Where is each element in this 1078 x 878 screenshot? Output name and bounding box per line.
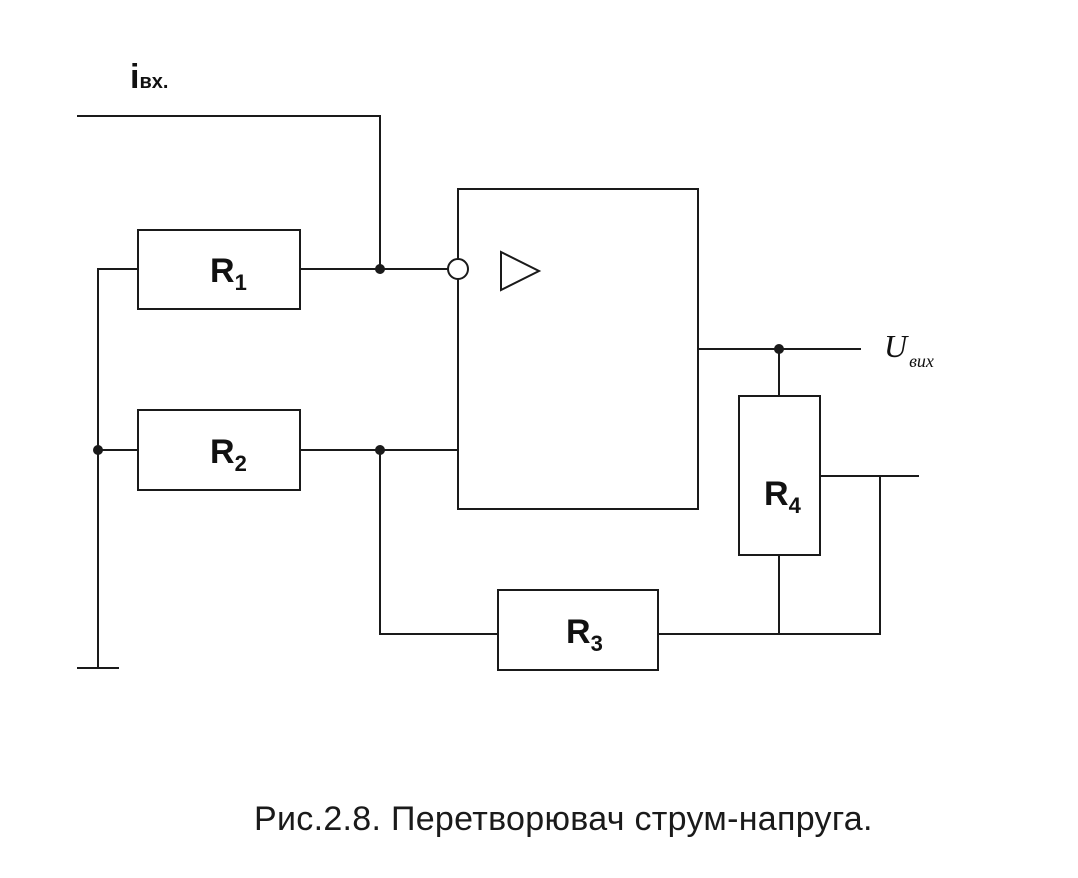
junction-dot — [93, 445, 103, 455]
input-current-label: iвх. — [130, 58, 168, 96]
r3-label: R3 — [566, 613, 603, 656]
r3-index: 3 — [591, 631, 603, 656]
output-voltage-subscript: вих — [909, 351, 934, 371]
r1-letter: R — [210, 252, 235, 290]
opamp-block — [457, 188, 699, 510]
input-current-subscript: вх. — [139, 71, 168, 93]
r4-index: 4 — [789, 493, 802, 518]
r1-label: R1 — [210, 252, 247, 295]
junction-dot — [375, 445, 385, 455]
resistor-r1 — [137, 229, 301, 310]
figure-caption: Рис.2.8. Перетворювач струм-напруга. — [254, 800, 873, 838]
junction-dot — [774, 344, 784, 354]
resistor-r2 — [137, 409, 301, 491]
wire-r3-left — [379, 449, 499, 635]
opamp-triangle-icon — [500, 250, 542, 292]
input-current-wire — [77, 115, 381, 270]
r4-label: R4 — [764, 475, 802, 518]
resistor-r4 — [738, 395, 821, 556]
junction-dot — [375, 264, 385, 274]
r3-letter: R — [566, 613, 591, 651]
r2-letter: R — [210, 433, 235, 471]
r4-letter: R — [764, 475, 789, 513]
r2-label: R2 — [210, 433, 247, 476]
inverting-input-circle-icon — [447, 258, 469, 280]
input-current-symbol: i — [130, 58, 139, 96]
r2-index: 2 — [235, 451, 247, 476]
r1-index: 1 — [235, 270, 247, 295]
output-voltage-symbol: U — [884, 328, 909, 364]
resistor-r3 — [497, 589, 659, 671]
